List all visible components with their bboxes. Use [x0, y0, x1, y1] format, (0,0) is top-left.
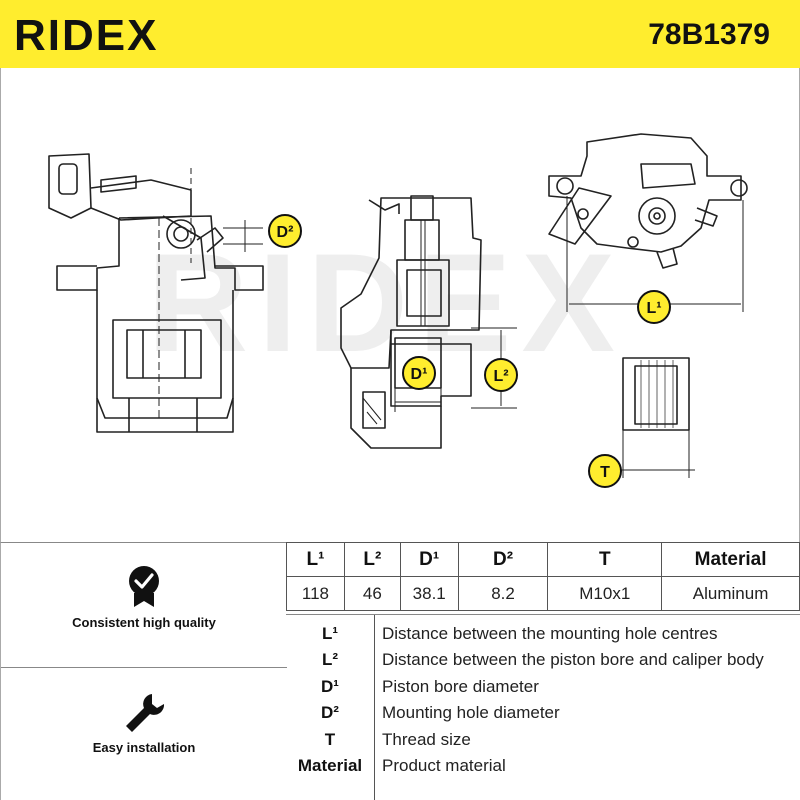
- header-l2: L²: [343, 542, 401, 577]
- technical-drawing-area: RIDEX: [0, 68, 800, 542]
- benefits-panel: Consistent high quality Easy installatio…: [0, 542, 287, 800]
- legend-term: D²: [321, 703, 339, 722]
- legend-description: Distance between the mounting hole centr…: [382, 624, 718, 643]
- value-d2: 8.2: [457, 576, 549, 611]
- caliper-front-view: [48, 153, 264, 433]
- ridex-logo: RIDEX: [14, 12, 158, 56]
- specs-header-row: L¹ L² D¹ D² T Material: [286, 542, 800, 577]
- benefit-install-label: Easy installation: [92, 740, 196, 755]
- legend-term: Material: [297, 756, 363, 775]
- legend-description: Product material: [382, 756, 506, 775]
- caliper-section-view: [340, 195, 517, 449]
- badge-l2: L²: [484, 358, 518, 392]
- benefit-quality-label: Consistent high quality: [72, 615, 216, 630]
- value-d1: 38.1: [399, 576, 459, 611]
- legend-description: Piston bore diameter: [382, 677, 539, 696]
- legend-item: L¹ Distance between the mounting hole ce…: [286, 621, 800, 647]
- part-number: 78B1379: [648, 18, 770, 51]
- legend-divider: [374, 615, 375, 800]
- svg-text:D²: D²: [277, 224, 294, 241]
- header-d2: D²: [457, 542, 549, 577]
- svg-text:RIDEX: RIDEX: [147, 243, 625, 363]
- legend-description: Mounting hole diameter: [382, 703, 560, 722]
- svg-text:D¹: D¹: [411, 366, 428, 383]
- specs-value-row: 118 46 38.1 8.2 M10x1 Aluminum: [286, 576, 800, 611]
- svg-text:L¹: L¹: [646, 300, 661, 317]
- legend-item: L² Distance between the piston bore and …: [286, 647, 800, 673]
- legend-item: D² Mounting hole diameter: [286, 700, 800, 726]
- badge-d2: D²: [268, 214, 302, 248]
- caliper-side-view: [548, 133, 748, 312]
- header-material: Material: [661, 542, 800, 577]
- specs-table: L¹ L² D¹ D² T Material 118 46 38.1 8.2 M…: [286, 542, 800, 611]
- value-l1: 118: [286, 576, 345, 611]
- specifications-section: Consistent high quality Easy installatio…: [0, 542, 800, 800]
- header-d1: D¹: [399, 542, 459, 577]
- legend-description: Distance between the piston bore and cal…: [382, 650, 764, 669]
- value-t: M10x1: [547, 576, 663, 611]
- benefit-install: Easy installation: [1, 667, 287, 800]
- svg-text:T: T: [600, 464, 610, 481]
- ridex-watermark: RIDEX: [147, 243, 625, 363]
- legend-item: T Thread size: [286, 727, 800, 753]
- value-l2: 46: [343, 576, 401, 611]
- badge-t: T: [588, 454, 622, 488]
- legend-term: L²: [321, 650, 339, 669]
- svg-text:RIDEX: RIDEX: [14, 12, 158, 56]
- badge-l1: L¹: [637, 290, 671, 324]
- legend: L¹ Distance between the mounting hole ce…: [286, 614, 800, 800]
- legend-term: L¹: [321, 624, 339, 643]
- header-bar: RIDEX 78B1379: [0, 0, 800, 68]
- badge-d1: D¹: [402, 356, 436, 390]
- dimension-badges: D² D¹ L² L¹ T: [268, 214, 671, 488]
- caliper-drawings: D² D¹ L² L¹ T: [48, 133, 748, 488]
- legend-item: D¹ Piston bore diameter: [286, 674, 800, 700]
- header-t: T: [547, 542, 663, 577]
- wrench-icon: [126, 694, 165, 732]
- legend-item: Material Product material: [286, 753, 800, 779]
- legend-term: T: [324, 730, 336, 749]
- legend-description: Thread size: [382, 730, 471, 749]
- benefit-quality: Consistent high quality: [1, 563, 287, 665]
- legend-term: D¹: [321, 677, 339, 696]
- header-l1: L¹: [286, 542, 345, 577]
- quality-badge-icon: [129, 566, 159, 607]
- value-material: Aluminum: [661, 576, 800, 611]
- svg-text:L²: L²: [493, 368, 508, 385]
